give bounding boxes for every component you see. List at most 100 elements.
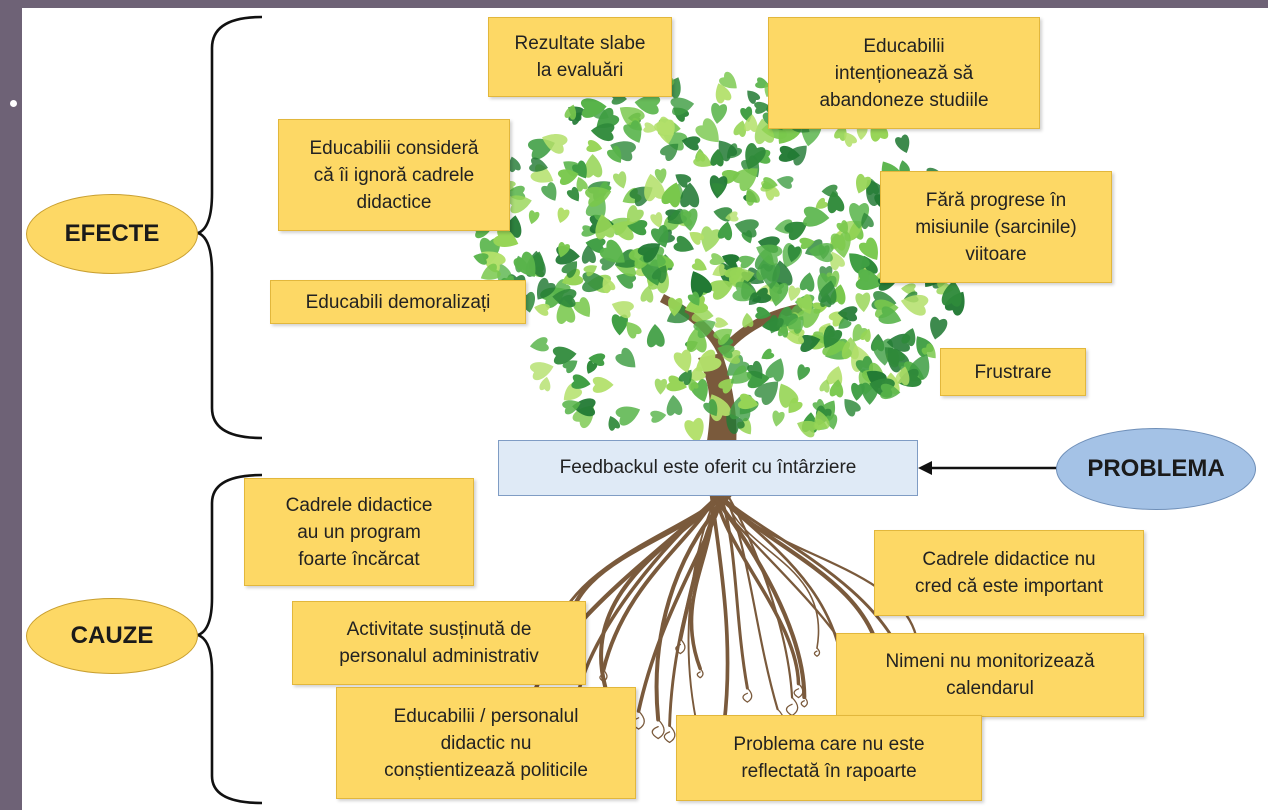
leaf	[784, 221, 808, 241]
leaf	[650, 410, 667, 423]
leaf	[754, 381, 779, 405]
leaf	[670, 97, 695, 116]
leaf	[814, 410, 830, 431]
leaf	[823, 325, 843, 349]
root-curl	[599, 669, 608, 683]
leaf	[689, 232, 705, 245]
leaf	[537, 278, 556, 300]
leaf	[756, 244, 783, 266]
root-curl	[696, 667, 704, 679]
leaf	[708, 280, 734, 300]
leaf	[818, 280, 837, 305]
root-curl	[793, 682, 804, 699]
cause-note-no-monitoring: Nimeni nu monitorizează calendarul	[836, 633, 1144, 717]
cause-note-not-important: Cadrele didactice nu cred că este import…	[874, 530, 1144, 616]
leaf	[673, 349, 692, 373]
root	[687, 495, 718, 732]
leaf	[856, 125, 868, 141]
root-curl	[813, 647, 821, 657]
leaf	[796, 294, 813, 315]
leaf	[688, 377, 699, 391]
leaf	[681, 136, 701, 151]
leaf	[900, 294, 929, 316]
leaf	[799, 272, 815, 292]
leaf	[595, 214, 615, 240]
leaf	[880, 383, 901, 400]
leaf	[884, 347, 906, 368]
leaf	[788, 316, 804, 334]
causes-bracket	[194, 473, 263, 805]
leaf	[797, 420, 818, 438]
leaf	[584, 153, 603, 178]
effects-label: EFECTE	[26, 194, 198, 274]
leaf	[754, 101, 771, 114]
leaf	[541, 182, 557, 201]
cause-note-admin-support: Activitate susținută de personalul admin…	[292, 601, 586, 685]
leaf	[921, 343, 936, 359]
leaf	[668, 297, 683, 317]
leaf	[687, 291, 700, 306]
root-curl	[800, 696, 809, 708]
leaf	[590, 123, 615, 142]
leaf	[602, 277, 616, 294]
causes-label: CAUZE	[26, 598, 198, 674]
leaf	[711, 102, 728, 124]
leaf	[613, 171, 627, 189]
leaf	[830, 251, 845, 271]
root-curl	[742, 687, 753, 703]
leaf	[858, 237, 878, 260]
leaf	[803, 206, 830, 227]
leaf	[760, 263, 781, 290]
leaf	[855, 292, 871, 313]
effect-note-frustration: Frustrare	[940, 348, 1086, 396]
leaf	[693, 152, 712, 167]
leaf	[637, 243, 661, 263]
leaf	[755, 306, 772, 319]
leaf	[581, 225, 597, 237]
leaf	[734, 219, 759, 238]
leaf	[557, 207, 570, 224]
root-curl	[675, 638, 686, 655]
leaf	[710, 148, 724, 167]
leaf	[684, 417, 704, 444]
leaf	[573, 297, 591, 317]
leaf	[745, 187, 760, 206]
leaf	[508, 195, 532, 214]
leaf	[552, 346, 577, 365]
leaf	[571, 374, 591, 389]
leaf	[742, 312, 754, 328]
root	[714, 494, 801, 686]
leaf	[562, 400, 581, 415]
leaf	[837, 306, 858, 322]
leaf	[552, 288, 577, 308]
leaf	[719, 71, 737, 89]
leaf	[556, 299, 576, 324]
leaf	[651, 265, 667, 284]
leaf	[815, 197, 828, 209]
effects-bracket	[194, 15, 263, 440]
leaf	[860, 328, 871, 343]
leaf	[607, 145, 622, 163]
leaf	[534, 303, 550, 316]
leaf	[930, 316, 948, 340]
leaf	[777, 324, 789, 338]
root	[689, 494, 715, 671]
leaf	[703, 399, 718, 417]
effect-note-weak-results: Rezultate slabe la evaluări	[488, 17, 672, 97]
leaf	[562, 360, 578, 374]
leaf	[726, 413, 745, 434]
leaf	[941, 280, 962, 307]
root	[725, 495, 820, 649]
leaf	[608, 415, 620, 431]
leaf	[513, 251, 536, 277]
leaf	[878, 306, 902, 324]
leaf	[852, 324, 868, 342]
leaf	[712, 264, 728, 277]
leaf	[733, 120, 746, 137]
leaf	[776, 176, 794, 189]
leaf	[596, 107, 620, 128]
root-curl	[785, 696, 799, 717]
leaf	[599, 239, 625, 263]
leaf	[561, 261, 577, 278]
leaf	[582, 272, 609, 292]
